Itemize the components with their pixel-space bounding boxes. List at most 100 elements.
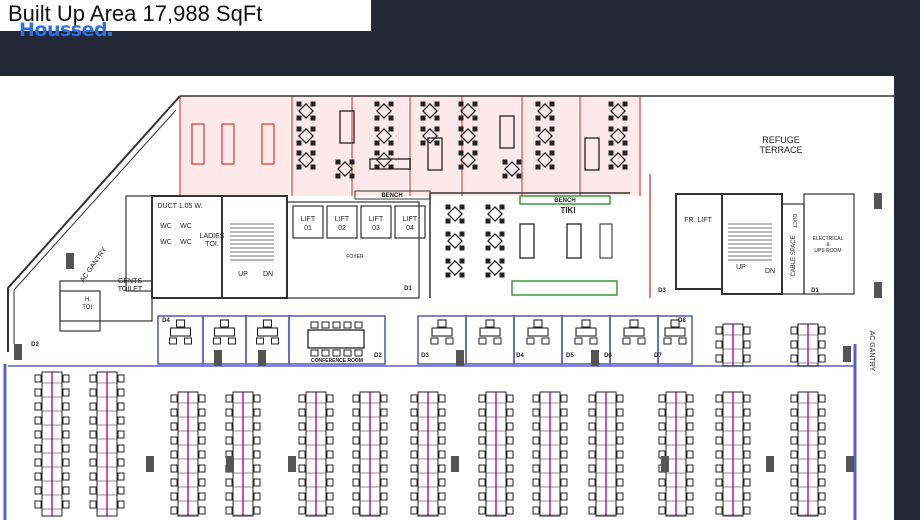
table [376, 103, 392, 119]
ws-chair [743, 354, 751, 363]
table [298, 152, 314, 168]
ws-chair [715, 492, 723, 501]
ws-chair [117, 500, 125, 509]
chair [310, 140, 316, 146]
ws-chair [686, 506, 694, 515]
chair [445, 204, 451, 210]
chair [535, 150, 541, 156]
table [537, 152, 553, 168]
ws-chair [616, 478, 624, 487]
workstation-cluster [298, 391, 334, 517]
chair [499, 231, 505, 237]
chair [499, 272, 505, 278]
ws-chair [506, 464, 514, 473]
ws-chair [34, 500, 42, 509]
ws-chair [588, 436, 596, 445]
electrical-room-label: UPS ROOM [814, 248, 841, 254]
ws-chair [532, 394, 540, 403]
ws-chair [117, 402, 125, 411]
ws-chair [658, 478, 666, 487]
table-cluster [445, 258, 465, 278]
ws-chair [818, 436, 826, 445]
chair [459, 204, 465, 210]
chair [472, 164, 478, 170]
chair [459, 272, 465, 278]
chair [458, 164, 464, 170]
chair [535, 115, 541, 121]
chair [445, 272, 451, 278]
ws-chair [298, 436, 306, 445]
lift-label: 03 [372, 225, 380, 232]
chair [420, 140, 426, 146]
shower-stall [191, 123, 205, 165]
cabin-chair [533, 319, 543, 328]
conference-chair [332, 349, 341, 357]
ws-chair [170, 394, 178, 403]
ws-chair [743, 450, 751, 459]
visitor-chair [445, 337, 454, 345]
lift-label: 04 [406, 225, 414, 232]
ws-chair [790, 436, 798, 445]
conference-chair [310, 321, 319, 329]
ws-chair [380, 492, 388, 501]
ws-chair [588, 492, 596, 501]
table [537, 128, 553, 144]
table-cluster [374, 101, 394, 121]
column [66, 253, 74, 269]
wc-label: WC [160, 223, 172, 230]
chair [434, 140, 440, 146]
ws-chair [588, 422, 596, 431]
ac-gantry-right-label: AC GANTRY [868, 331, 875, 372]
ws-chair [818, 408, 826, 417]
logo-text: Houssed [19, 19, 108, 41]
visitor-chair [213, 337, 221, 345]
ws-chair [298, 408, 306, 417]
bench-label: BENCH [554, 198, 575, 204]
chair [434, 101, 440, 107]
ws-chair [790, 408, 798, 417]
ws-chair [532, 450, 540, 459]
ws-chair [62, 430, 70, 439]
h-toilet-label: TOI. [82, 305, 94, 311]
long-table [519, 223, 535, 259]
chair [296, 126, 302, 132]
ws-chair [818, 354, 826, 363]
column [661, 456, 669, 472]
ws-chair [198, 492, 206, 501]
ws-chair [616, 394, 624, 403]
pantry-counter [511, 280, 618, 296]
lift-label: LIFT [301, 216, 316, 223]
chair [296, 150, 302, 156]
table-cluster [374, 150, 394, 170]
ws-chair [818, 422, 826, 431]
ws-chair [253, 464, 261, 473]
chair [608, 101, 614, 107]
ws-chair [506, 408, 514, 417]
ws-chair [34, 374, 42, 383]
table [460, 103, 476, 119]
ws-chair [117, 444, 125, 453]
ws-chair [560, 450, 568, 459]
chair [516, 159, 522, 165]
ws-chair [478, 464, 486, 473]
table-cluster [296, 126, 316, 146]
ws-chair [410, 464, 418, 473]
table-cluster [374, 126, 394, 146]
chair [502, 173, 508, 179]
door-tag: D5 [566, 353, 574, 359]
cabin-chair [437, 319, 447, 328]
foyer-label: FOYER [346, 254, 364, 260]
ws-chair [686, 408, 694, 417]
visitor-chair [622, 337, 631, 345]
cabins [157, 190, 693, 365]
ws-chair [352, 408, 360, 417]
ws-chair [532, 492, 540, 501]
chair [459, 258, 465, 264]
ws-chair [790, 422, 798, 431]
duct-label: DUCT 1.05 W. [158, 203, 203, 210]
bench [354, 190, 431, 200]
ws-chair [616, 492, 624, 501]
gents-toilet-label: TOILET [118, 286, 143, 293]
chair [445, 245, 451, 251]
